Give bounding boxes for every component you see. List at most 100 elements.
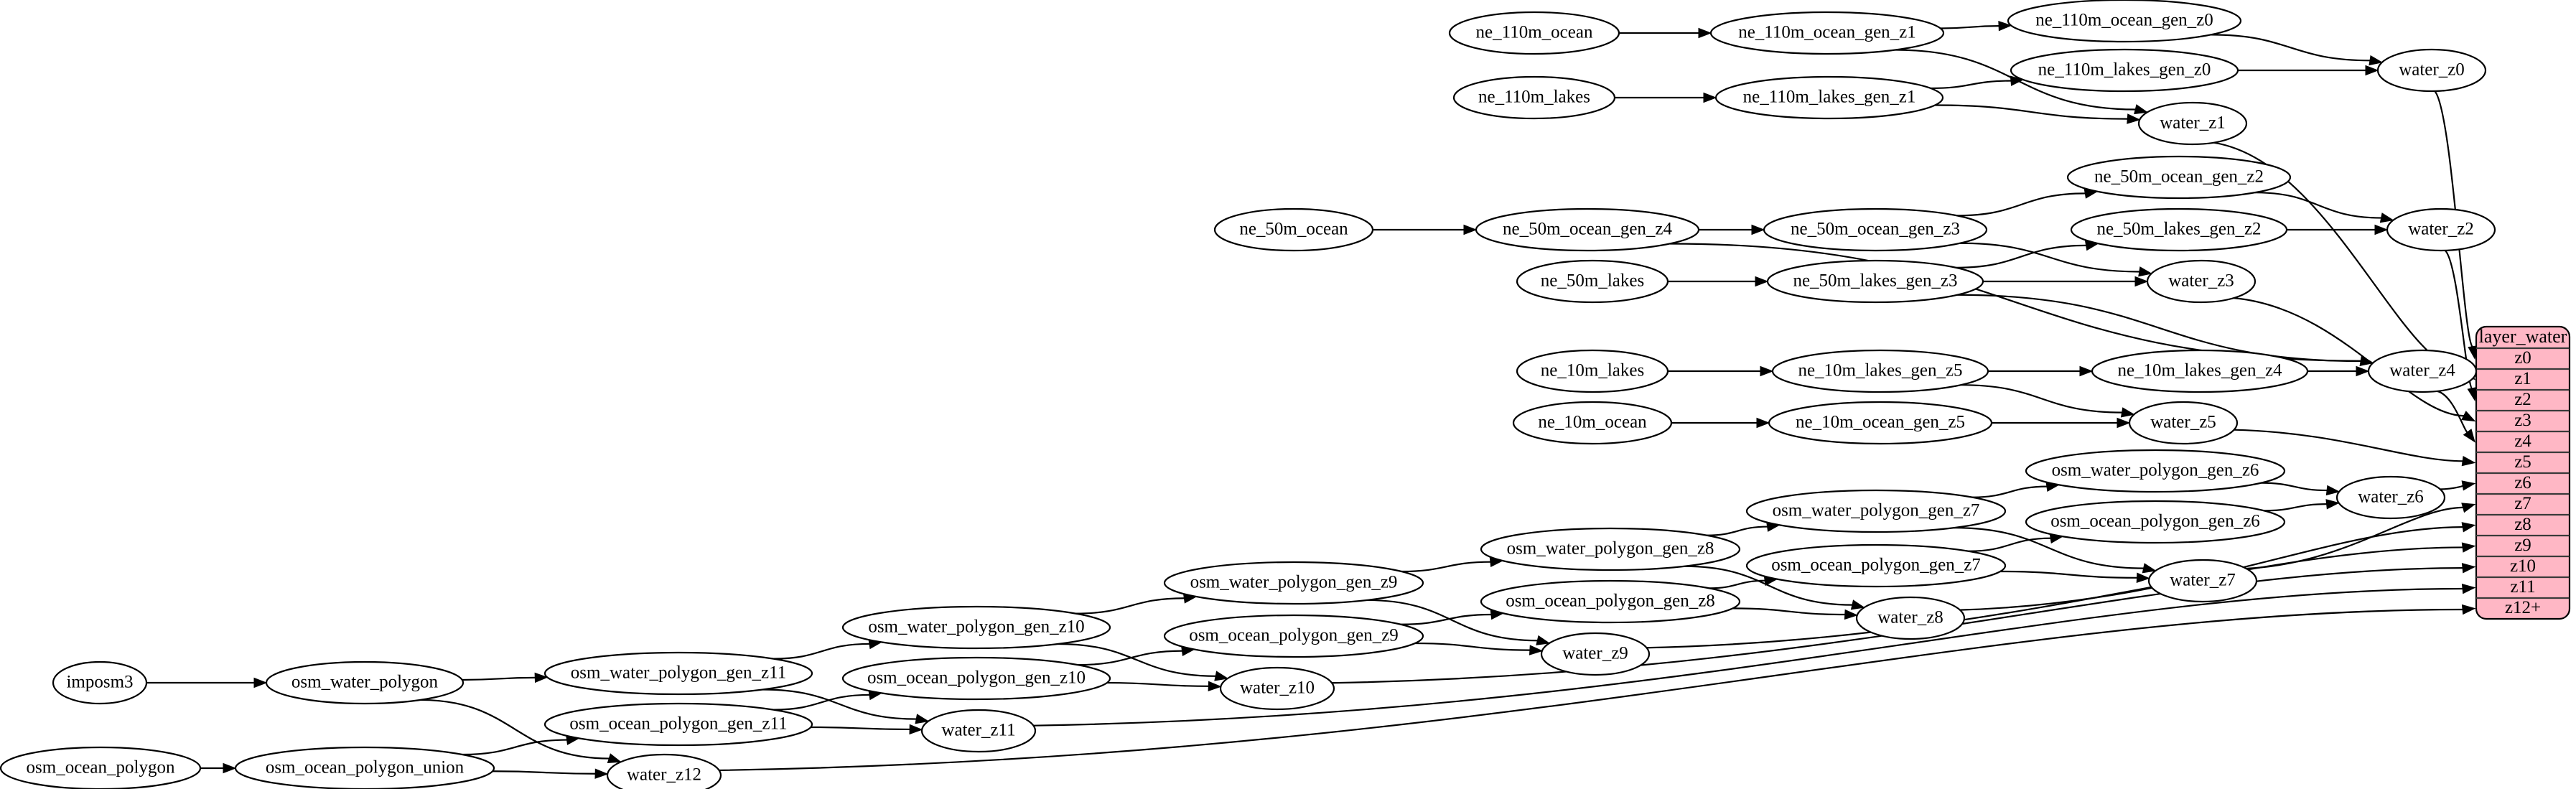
graph-edge	[1401, 609, 1505, 625]
graph-node-osm_ocean_polygon_gen_z11[interactable]: osm_ocean_polygon_gen_z11	[543, 702, 813, 747]
graph-edge	[146, 677, 268, 688]
graph-edge	[1106, 681, 1222, 692]
graph-node-water_z2[interactable]: water_z2	[2386, 207, 2496, 252]
graph-node-ne_110m_ocean[interactable]: ne_110m_ocean	[1448, 11, 1620, 55]
graph-node-ne_50m_lakes_gen_z2[interactable]: ne_50m_lakes_gen_z2	[2070, 207, 2288, 252]
edges-layer	[146, 20, 2478, 779]
graph-node-water_z11[interactable]: water_z11	[920, 709, 1037, 753]
graph-node-ne_50m_ocean[interactable]: ne_50m_ocean	[1213, 207, 1374, 252]
graph-edge	[1671, 417, 1770, 429]
graph-edge	[1935, 104, 2141, 124]
graph-edge	[1619, 27, 1712, 39]
graph-node-ne_10m_lakes[interactable]: ne_10m_lakes	[1516, 349, 1669, 393]
graph-edge	[1707, 521, 1781, 536]
graph-node-osm_water_polygon_gen_z6[interactable]: osm_water_polygon_gen_z6	[2025, 449, 2286, 493]
graph-node-ne_10m_ocean_gen_z5[interactable]: ne_10m_ocean_gen_z5	[1768, 401, 1993, 445]
graph-node-ne_10m_lakes_gen_z5[interactable]: ne_10m_lakes_gen_z5	[1771, 349, 1989, 393]
graph-node-ne_50m_ocean_gen_z2[interactable]: ne_50m_ocean_gen_z2	[2066, 155, 2292, 200]
graph-edge	[1732, 607, 1859, 620]
graph-node-osm_water_polygon_gen_z9[interactable]: osm_water_polygon_gen_z9	[1163, 561, 1424, 605]
graph-edge	[2261, 482, 2341, 496]
graph-node-osm_water_polygon[interactable]: osm_water_polygon	[265, 660, 465, 705]
graph-edge	[1954, 527, 2157, 574]
graph-edge	[1033, 583, 2476, 727]
graph-node-ne_110m_ocean_gen_z0[interactable]: ne_110m_ocean_gen_z0	[2007, 0, 2242, 43]
graph-node-water_z3[interactable]: water_z3	[2146, 259, 2257, 304]
graph-node-ne_110m_lakes_gen_z0[interactable]: ne_110m_lakes_gen_z0	[2010, 48, 2239, 93]
graph-edge	[2307, 365, 2370, 377]
graph-edge	[1931, 75, 2025, 90]
graph-edge	[2440, 480, 2476, 491]
graph-edge	[773, 638, 883, 660]
graph-node-water_z8[interactable]: water_z8	[1855, 596, 1966, 640]
graph-node-osm_water_polygon_gen_z10[interactable]: osm_water_polygon_gen_z10	[841, 605, 1111, 650]
graph-node-ne_110m_lakes[interactable]: ne_110m_lakes	[1452, 75, 1616, 120]
graph-edge	[811, 724, 923, 735]
graph-node-water_z6[interactable]: water_z6	[2335, 475, 2446, 520]
graph-node-ne_10m_lakes_gen_z4[interactable]: ne_10m_lakes_gen_z4	[2091, 349, 2309, 393]
graph-edge	[1401, 556, 1504, 573]
graph-edge	[2234, 297, 2476, 422]
graph-edge	[200, 762, 237, 774]
graph-edge	[1983, 276, 2149, 287]
graph-node-ne_50m_ocean_gen_z3[interactable]: ne_50m_ocean_gen_z3	[1763, 207, 1988, 252]
graph-node-osm_water_polygon_gen_z7[interactable]: osm_water_polygon_gen_z7	[1745, 489, 2007, 533]
graph-edge	[2264, 499, 2340, 512]
graph-node-osm_ocean_polygon_gen_z6[interactable]: osm_ocean_polygon_gen_z6	[2025, 500, 2286, 544]
graph-node-water_z9[interactable]: water_z9	[1540, 632, 1651, 676]
graph-node-ne_10m_ocean[interactable]: ne_10m_ocean	[1512, 401, 1673, 445]
graph-edge	[1684, 565, 1865, 610]
graph-edge	[1372, 224, 1478, 235]
graph-node-ne_110m_ocean_gen_z1[interactable]: ne_110m_ocean_gen_z1	[1709, 11, 1945, 55]
graph-node-water_z1[interactable]: water_z1	[2137, 101, 2248, 146]
graph-edge	[493, 768, 609, 779]
graph-edge	[1956, 240, 2099, 269]
graph-edge	[1078, 645, 1195, 666]
graph-edge	[420, 699, 622, 764]
graph-edge	[2286, 224, 2389, 235]
graph-edge	[1698, 224, 1765, 235]
graph-node-water_z4[interactable]: water_z4	[2367, 349, 2478, 393]
graph-edge	[462, 672, 549, 683]
graph-node-osm_ocean_polygon_union[interactable]: osm_ocean_polygon_union	[234, 746, 495, 789]
graph-edge	[2211, 34, 2384, 66]
graph-node-osm_ocean_polygon_gen_z9[interactable]: osm_ocean_polygon_gen_z9	[1163, 614, 1424, 658]
graph-edge	[1709, 575, 1778, 589]
graph-node-water_z7[interactable]: water_z7	[2147, 559, 2258, 603]
graph-edge	[1992, 417, 2131, 429]
graph-node-water_z0[interactable]: water_z0	[2376, 48, 2487, 93]
graph-node-ne_50m_lakes_gen_z3[interactable]: ne_50m_lakes_gen_z3	[1766, 259, 1984, 304]
graph-edge	[1988, 365, 2094, 377]
graph-edge	[1366, 599, 1551, 645]
graph-node-osm_ocean_polygon_gen_z8[interactable]: osm_ocean_polygon_gen_z8	[1480, 579, 1741, 624]
graph-edge	[1414, 642, 1544, 655]
graph-edge	[1332, 563, 2476, 684]
graph-edge	[2437, 390, 2475, 443]
graph-node-osm_ocean_polygon_gen_z7[interactable]: osm_ocean_polygon_gen_z7	[1745, 543, 2007, 588]
record-node-layer-water[interactable]: layer_waterz0z1z2z3z4z5z6z7z8z9z10z11z12…	[2475, 325, 2571, 620]
graph-edge	[1058, 643, 1229, 681]
graph-node-imposm3[interactable]: imposm3	[52, 660, 148, 705]
record-node-layer: layer_waterz0z1z2z3z4z5z6z7z8z9z10z11z12…	[2475, 325, 2571, 620]
graph-node-ne_50m_ocean_gen_z4[interactable]: ne_50m_ocean_gen_z4	[1475, 207, 1700, 252]
graph-edge	[1972, 481, 2061, 498]
graph-edge	[773, 689, 883, 711]
graph-node-water_z12[interactable]: water_z12	[606, 753, 722, 789]
graph-edge	[762, 688, 930, 724]
graph-node-water_z5[interactable]: water_z5	[2128, 401, 2239, 445]
graph-node-osm_water_polygon_gen_z11[interactable]: osm_water_polygon_gen_z11	[543, 651, 813, 696]
graph-edge	[1960, 242, 2152, 277]
graph-node-osm_water_polygon_gen_z8[interactable]: osm_water_polygon_gen_z8	[1480, 527, 1741, 571]
graph-node-ne_110m_lakes_gen_z1[interactable]: ne_110m_lakes_gen_z1	[1714, 75, 1944, 120]
graph-node-osm_ocean_polygon[interactable]: osm_ocean_polygon	[0, 746, 202, 789]
graph-node-ne_50m_lakes[interactable]: ne_50m_lakes	[1516, 259, 1669, 304]
graph-edge	[1668, 365, 1774, 377]
graph-edge	[1940, 20, 2012, 32]
graph-edge	[719, 604, 2476, 772]
graph-edge	[1956, 188, 2099, 217]
graph-node-osm_ocean_polygon_gen_z10[interactable]: osm_ocean_polygon_gen_z10	[841, 656, 1111, 701]
graph-node-water_z10[interactable]: water_z10	[1219, 666, 1335, 711]
graph-edge	[2000, 570, 2150, 583]
